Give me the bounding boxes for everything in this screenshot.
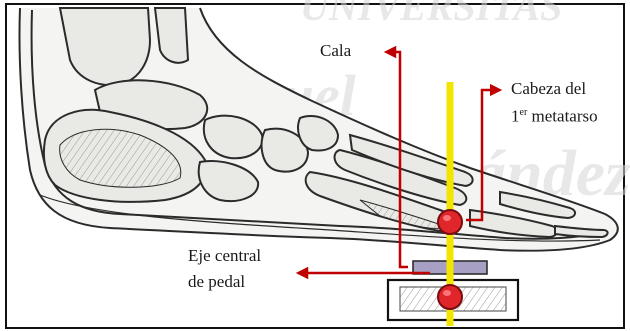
foot-illustration: [19, 8, 617, 251]
label-eje-line-2: de pedal: [188, 272, 245, 292]
label-cabeza-line-1: Cabeza del: [511, 79, 586, 99]
label-eje-line-1: Eje central: [188, 246, 261, 266]
label-cabeza-line-2: 1er metatarso: [511, 103, 598, 127]
metatarsal-head-marker: [438, 210, 462, 234]
label-cabeza-rest: metatarso: [527, 107, 597, 126]
pedal-axis-marker: [438, 285, 462, 309]
label-cala: Cala: [320, 41, 351, 61]
label-cabeza-number: 1: [511, 107, 520, 126]
watermark-line-1: UNIVERSITAS: [300, 0, 562, 29]
